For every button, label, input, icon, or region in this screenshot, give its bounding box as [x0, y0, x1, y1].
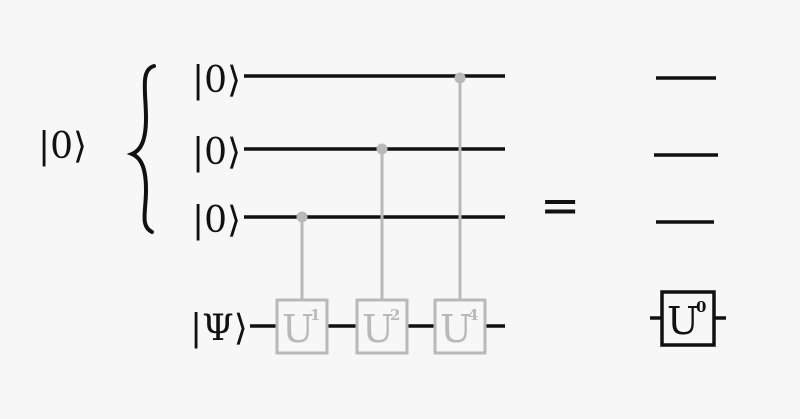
- target-ket: |Ψ⟩: [190, 308, 248, 349]
- left-ket: |0⟩: [38, 126, 87, 167]
- qubit-ket-3: |0⟩: [192, 200, 241, 241]
- register-brace: [126, 64, 156, 234]
- result-gate-exp: 0: [696, 298, 706, 316]
- gate-u2-base: U: [362, 307, 394, 351]
- result-gate-base: U: [667, 299, 699, 343]
- equals-sign: =: [540, 178, 580, 234]
- gate-u4-base: U: [440, 307, 472, 351]
- control-dot-2: [376, 143, 388, 155]
- control-dot-1: [296, 211, 308, 223]
- gate-u2-exp: 2: [390, 306, 400, 324]
- control-dot-3: [454, 72, 466, 84]
- left-ket-label: |0⟩: [38, 126, 87, 167]
- gate-u1-base: U: [282, 307, 314, 351]
- qubit-ket-1: |0⟩: [192, 60, 241, 101]
- gate-u1: U 1: [275, 298, 329, 355]
- gate-u1-exp: 1: [310, 306, 320, 324]
- result-gate-u0: U 0: [660, 290, 716, 347]
- gate-u4: U 4: [433, 298, 487, 355]
- qubit-ket-2: |0⟩: [192, 132, 241, 173]
- gate-u2: U 2: [355, 298, 409, 355]
- gate-u4-exp: 4: [468, 306, 478, 324]
